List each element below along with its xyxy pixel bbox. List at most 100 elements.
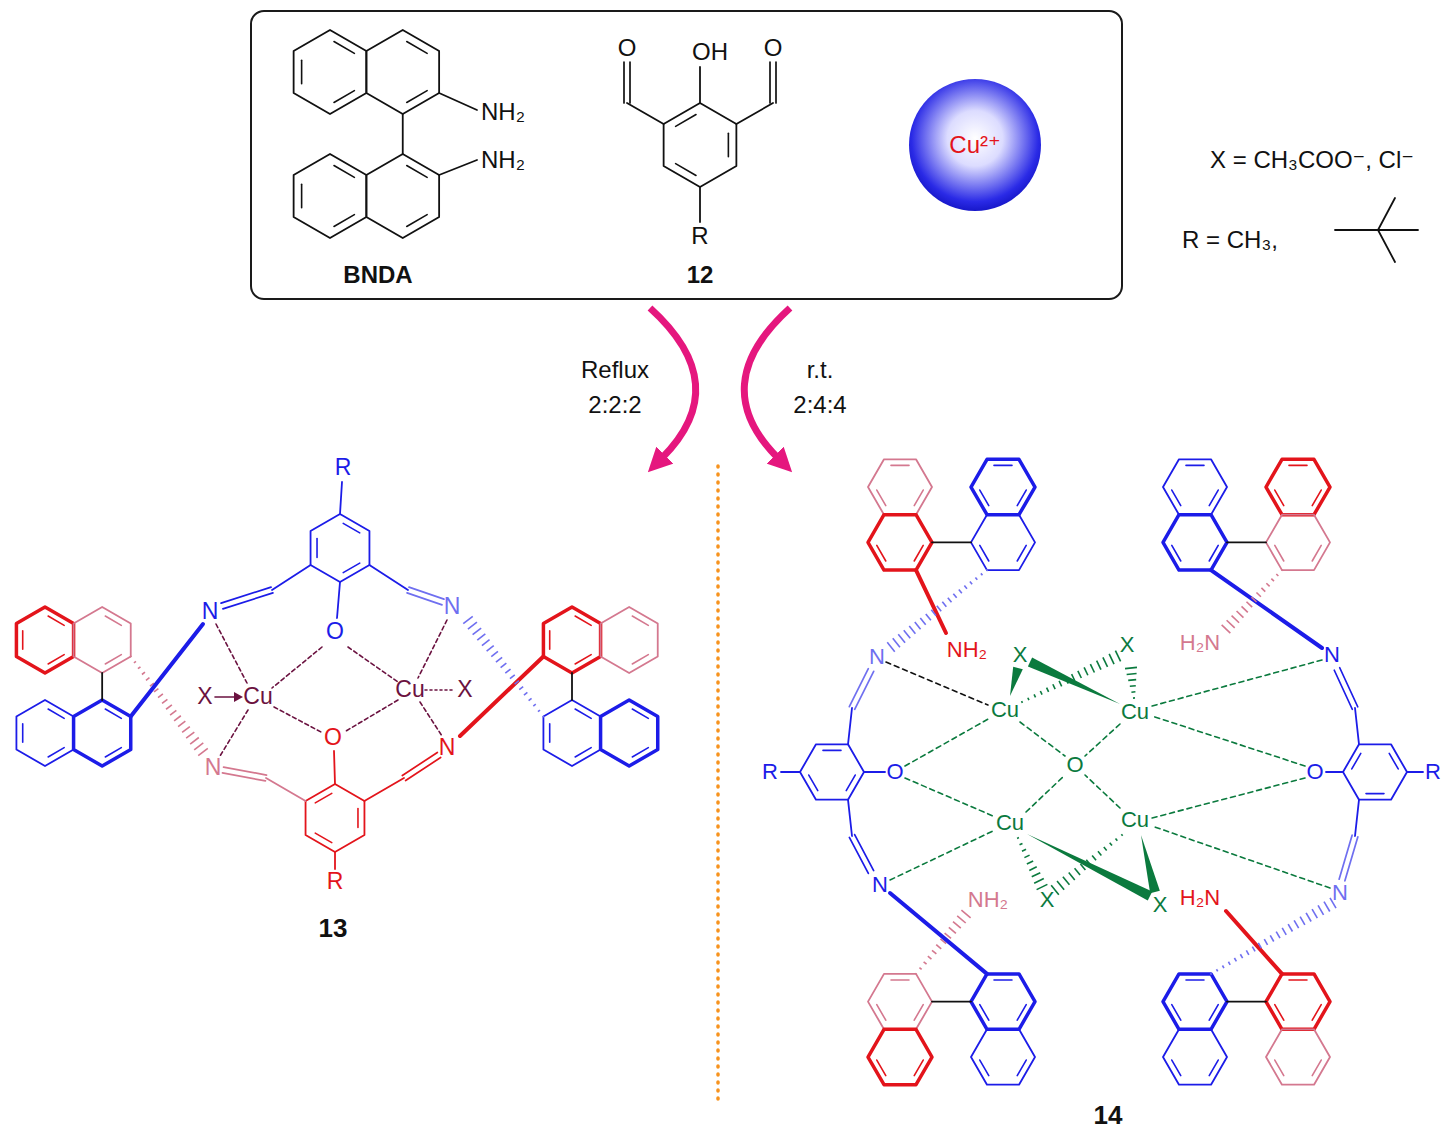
bond-line [301,184,303,208]
atom-label: N [1324,643,1340,667]
coordination-bond [346,700,398,731]
hashed-bond [477,634,485,640]
bond-line [1017,1005,1026,1021]
bond-line [48,748,64,757]
hashed-bond [473,628,482,635]
atom-label: Cu [996,811,1024,835]
bond-line [1289,979,1307,981]
hashed-bond [1059,681,1062,686]
aromatic-ring [664,103,737,187]
hashed-bond [937,606,941,611]
bond-line [1186,465,1204,467]
aromatic-ring [1163,1029,1227,1084]
hashed-bond [1069,873,1075,880]
bond-line [1017,1060,1026,1076]
aromatic-ring [1266,515,1330,570]
bond-line [1209,1005,1218,1021]
bond-line [105,655,121,664]
bond-line [914,1060,923,1076]
bond-line [357,808,359,827]
hashed-bond [1261,588,1265,592]
hashed-bond [1228,962,1230,965]
coordination-bond [886,662,988,705]
coordination-bond [890,830,995,880]
bond-line [632,616,648,625]
hashed-bond [1078,671,1081,678]
atom-label: Cu [991,698,1019,722]
atom-label: NH₂ [968,888,1008,912]
atom-label: N [1332,881,1348,905]
hashed-bond [1246,950,1249,954]
hashed-bond [915,622,921,629]
atom-label: H₂N [1180,631,1220,655]
bond-line [994,465,1012,467]
bond-line [1275,1005,1284,1021]
bond-line [849,669,868,707]
hashed-bond [1029,867,1036,871]
bond-line [101,673,103,700]
atom-label: R [335,455,352,480]
hashed-bond [1034,879,1044,884]
bond-line [914,1005,923,1021]
hashed-bond [1234,958,1236,961]
atom-label: O [326,619,344,644]
bond-line [914,545,923,561]
hashed-bond [1282,928,1286,935]
atom-label: X [1120,633,1135,657]
hashed-bond [538,710,540,712]
bond-line [1389,753,1398,769]
bond-line [22,724,24,743]
bond-line [823,750,841,752]
hashed-bond [1092,856,1096,861]
bond-line [632,748,648,757]
coordination-bond [905,778,993,816]
reaction-arrow [744,308,790,458]
aromatic-ring [868,515,932,570]
hashed-bond [964,586,967,589]
bond-line [402,114,404,154]
bond-line [699,67,701,103]
hashed-bond [162,699,167,703]
bond-line [877,1005,886,1021]
bond-line [1186,979,1204,981]
bond-line [846,775,855,791]
bond-line [781,771,800,773]
atom-label: X [457,677,472,702]
aromatic-ring [294,154,367,238]
bond-line [407,593,442,605]
aromatic-ring [306,784,365,852]
bond-line [1366,793,1384,795]
coordination-bond [1152,826,1330,888]
atom-label: X [197,684,212,709]
ratio-label: 2:4:4 [793,392,846,418]
hashed-bond [1216,969,1217,971]
hashed-bond [887,642,895,651]
hashed-bond [1318,905,1324,915]
hashed-bond [926,614,931,620]
hashed-bond [931,610,936,616]
hashed-bond [1021,701,1023,703]
hashed-bond [1063,877,1070,885]
hashed-bond [904,630,910,638]
ratio-label: 2:2:2 [588,392,641,418]
coordination-bond [1085,724,1120,756]
aromatic-ring [543,607,600,673]
atom-label: O [1066,753,1083,777]
aromatic-ring [74,700,131,766]
hashed-bond [920,618,925,625]
bond-line [864,771,885,773]
bond-line [932,542,971,544]
hashed-bond [1084,667,1088,675]
atom-label: N [439,735,456,760]
bond-line [1172,1005,1181,1021]
bond-line [1378,230,1395,262]
coordination-bond [348,647,398,682]
bond-line [48,616,64,625]
bond-line [48,709,64,718]
hashed-bond [1028,698,1029,700]
bond-line [1289,465,1307,467]
hashed-bond [1294,920,1299,928]
bond-line [1312,490,1321,506]
aromatic-ring [366,154,439,238]
hashed-bond [1210,973,1211,975]
